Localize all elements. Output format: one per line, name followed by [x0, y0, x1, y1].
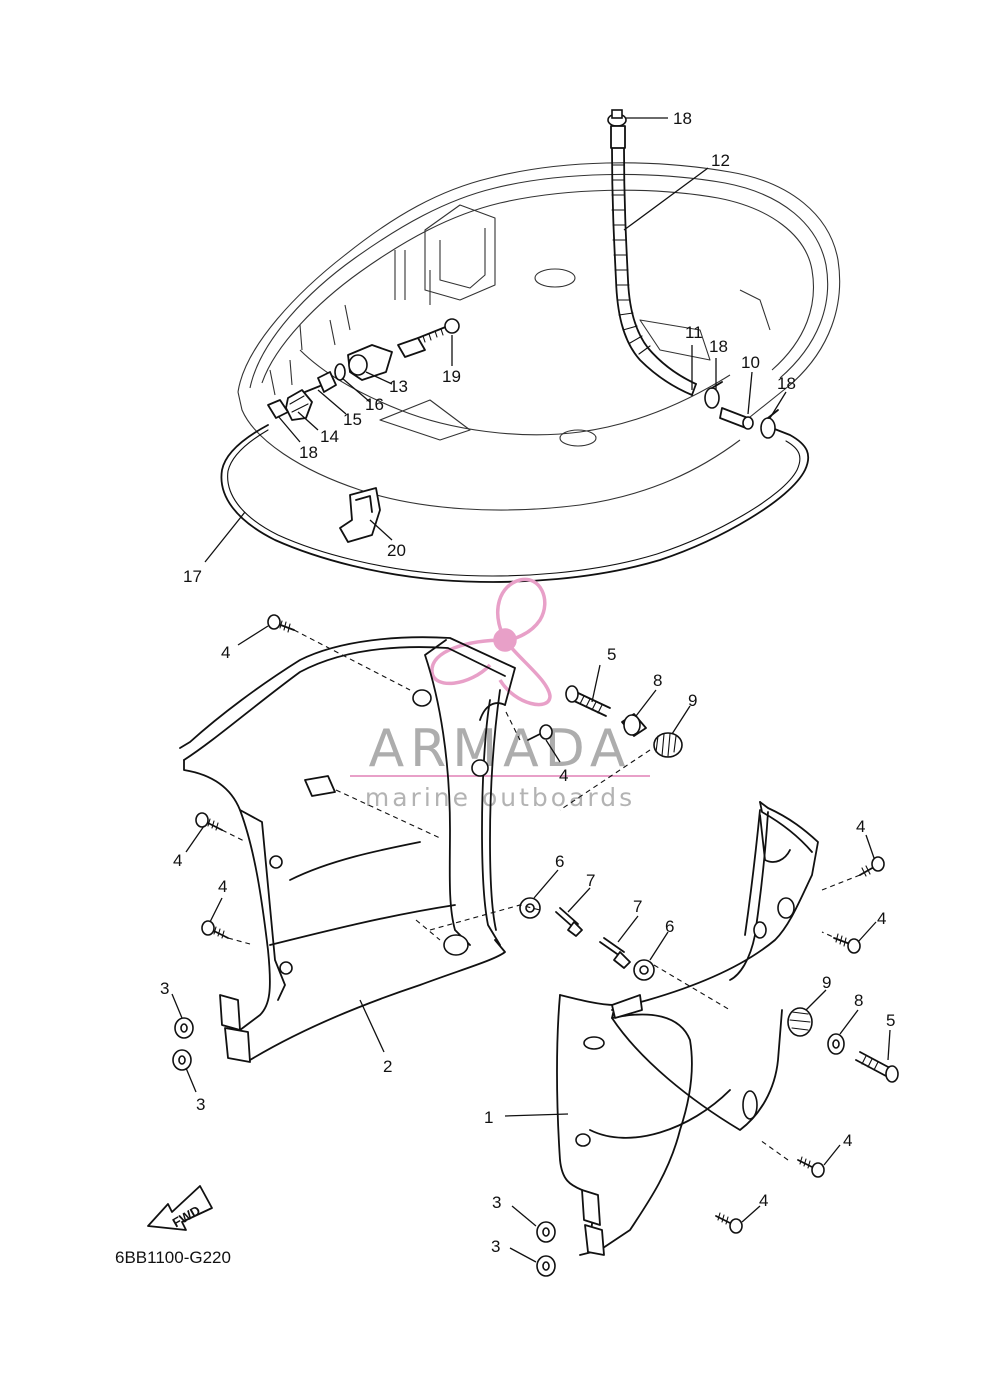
clip-18-right-b: [760, 409, 779, 439]
callout-10: 10: [741, 353, 760, 372]
clip-18-right-a: [704, 381, 723, 409]
collar-8-upper: [621, 713, 647, 737]
callout-3-la: 3: [160, 979, 169, 998]
callout-4-h: 4: [759, 1191, 768, 1210]
apron-1: [556, 801, 819, 1256]
callout-labels: 18 12 11 18 10 18 13 19 16 15 14 18 20 1…: [160, 109, 895, 1256]
callout-18-top: 18: [673, 109, 692, 128]
callout-11: 11: [685, 323, 703, 342]
callout-2: 2: [383, 1057, 392, 1076]
callout-14: 14: [320, 427, 339, 446]
callout-5-lower: 5: [886, 1011, 895, 1030]
callout-1: 1: [484, 1108, 493, 1127]
callout-8-upper: 8: [653, 671, 662, 690]
apron-2: [179, 636, 516, 1063]
callout-4-g: 4: [843, 1131, 852, 1150]
callout-7-left: 7: [586, 871, 595, 890]
callout-3-ra: 3: [492, 1193, 501, 1212]
assembly-lines: [221, 629, 861, 1161]
holder-20: [339, 487, 381, 543]
bolt-4-e: [859, 856, 885, 877]
callout-16: 16: [365, 395, 384, 414]
bolt-4-b: [527, 724, 553, 741]
callout-17: 17: [183, 567, 202, 586]
callout-6-left: 6: [555, 852, 564, 871]
washer-16: [334, 363, 346, 381]
damper-9-lower: [787, 1007, 813, 1037]
watermark: ARMADA marine outboards: [350, 577, 650, 812]
callout-6-right: 6: [665, 917, 674, 936]
clip-18-top: [607, 109, 627, 149]
damper-9-upper: [653, 732, 683, 758]
callout-19: 19: [442, 367, 461, 386]
callout-18-right-b: 18: [777, 374, 796, 393]
nut-15: [304, 371, 337, 393]
callout-4-b: 4: [559, 766, 568, 785]
stud-7-left: [555, 907, 583, 937]
cap-14: [285, 389, 313, 421]
callout-9-lower: 9: [822, 973, 831, 992]
leader-lines: [171, 117, 891, 1263]
callout-18-left: 18: [299, 443, 318, 462]
bottom-cowling-outline: [237, 162, 841, 511]
callout-13: 13: [389, 377, 408, 396]
grommet-6-right: [633, 959, 655, 981]
callout-18-right-a: 18: [709, 337, 728, 356]
callout-12: 12: [711, 151, 730, 170]
callout-3-lb: 3: [196, 1095, 205, 1114]
flush-fitting-13: [347, 337, 426, 381]
grommet-3-la: [174, 1017, 194, 1039]
callout-9-upper: 9: [688, 691, 697, 710]
watermark-brand: ARMADA: [369, 719, 632, 779]
clip-18-left: [267, 399, 289, 419]
armada-logo: [430, 577, 552, 707]
callout-4-d: 4: [218, 877, 227, 896]
bolt-4-a: [267, 614, 295, 633]
stud-7-right: [599, 937, 631, 969]
bolt-5-lower: [855, 1051, 899, 1083]
callout-4-f: 4: [877, 909, 886, 928]
callout-15: 15: [343, 410, 362, 429]
callout-8-lower: 8: [854, 991, 863, 1010]
screw-19: [417, 318, 460, 343]
bolt-4-c: [195, 812, 223, 831]
seal-17: [220, 424, 810, 583]
hose-12: [611, 147, 697, 396]
collar-8-lower: [827, 1033, 845, 1055]
callout-4-a: 4: [221, 643, 230, 662]
callout-3-rb: 3: [491, 1237, 500, 1256]
callout-7-right: 7: [633, 897, 642, 916]
watermark-tagline: marine outboards: [365, 783, 635, 812]
grommet-3-ra: [536, 1221, 556, 1243]
callout-20: 20: [387, 541, 406, 560]
bolt-5-upper: [565, 685, 611, 717]
bolt-4-f: [833, 933, 861, 954]
bolt-4-d: [201, 920, 229, 939]
callout-4-e: 4: [856, 817, 865, 836]
fwd-arrow-icon: FWD: [147, 1185, 213, 1231]
bolt-4-h: [715, 1212, 743, 1234]
callout-5-upper: 5: [607, 645, 616, 664]
grommet-3-rb: [536, 1255, 556, 1277]
diagram-code: 6BB1100-G220: [115, 1248, 231, 1267]
bolt-4-g: [797, 1156, 825, 1178]
callout-4-c: 4: [173, 851, 182, 870]
joint-10: [719, 407, 754, 430]
grommet-3-lb: [172, 1049, 192, 1071]
